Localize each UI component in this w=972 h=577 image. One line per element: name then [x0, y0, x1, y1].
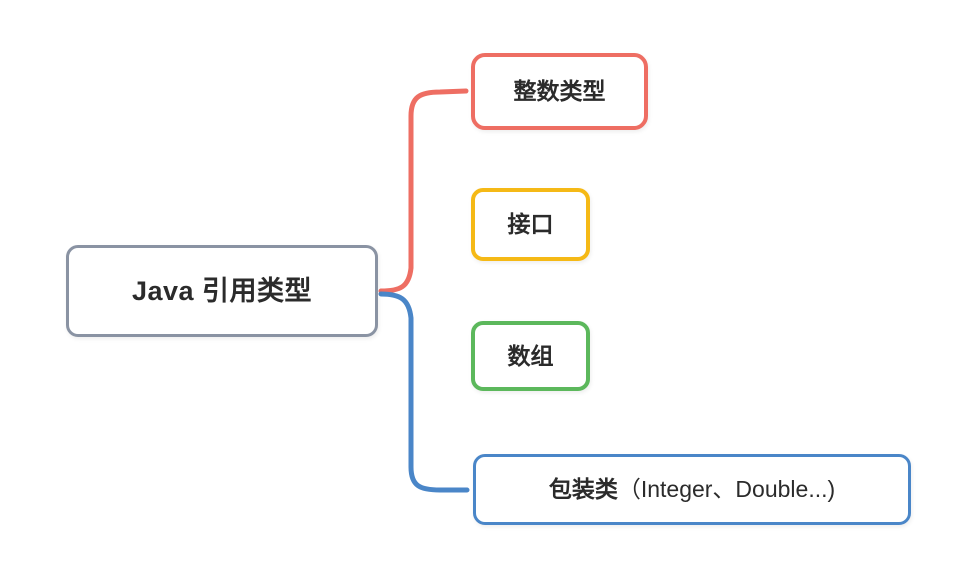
connector-to-wrapper-class: [378, 291, 470, 493]
node-interface-label: 接口: [507, 211, 554, 237]
node-array[interactable]: 数组: [471, 321, 590, 391]
node-root-label: Java 引用类型: [131, 275, 313, 306]
node-integer-type[interactable]: 整数类型: [471, 53, 648, 130]
node-wrapper-class-label-detail: （Integer、Double...): [617, 476, 836, 502]
node-integer-type-label: 整数类型: [513, 78, 606, 104]
node-array-label: 数组: [507, 342, 554, 369]
node-wrapper-class-label: 包装类（Integer、Double...): [549, 478, 835, 501]
node-interface[interactable]: 接口: [471, 188, 590, 261]
node-root-java-reference-type[interactable]: Java 引用类型: [66, 245, 378, 337]
connector-to-integer-type: [378, 88, 469, 294]
node-wrapper-class[interactable]: 包装类（Integer、Double...): [473, 454, 911, 525]
node-wrapper-class-label-bold: 包装类: [548, 476, 618, 502]
